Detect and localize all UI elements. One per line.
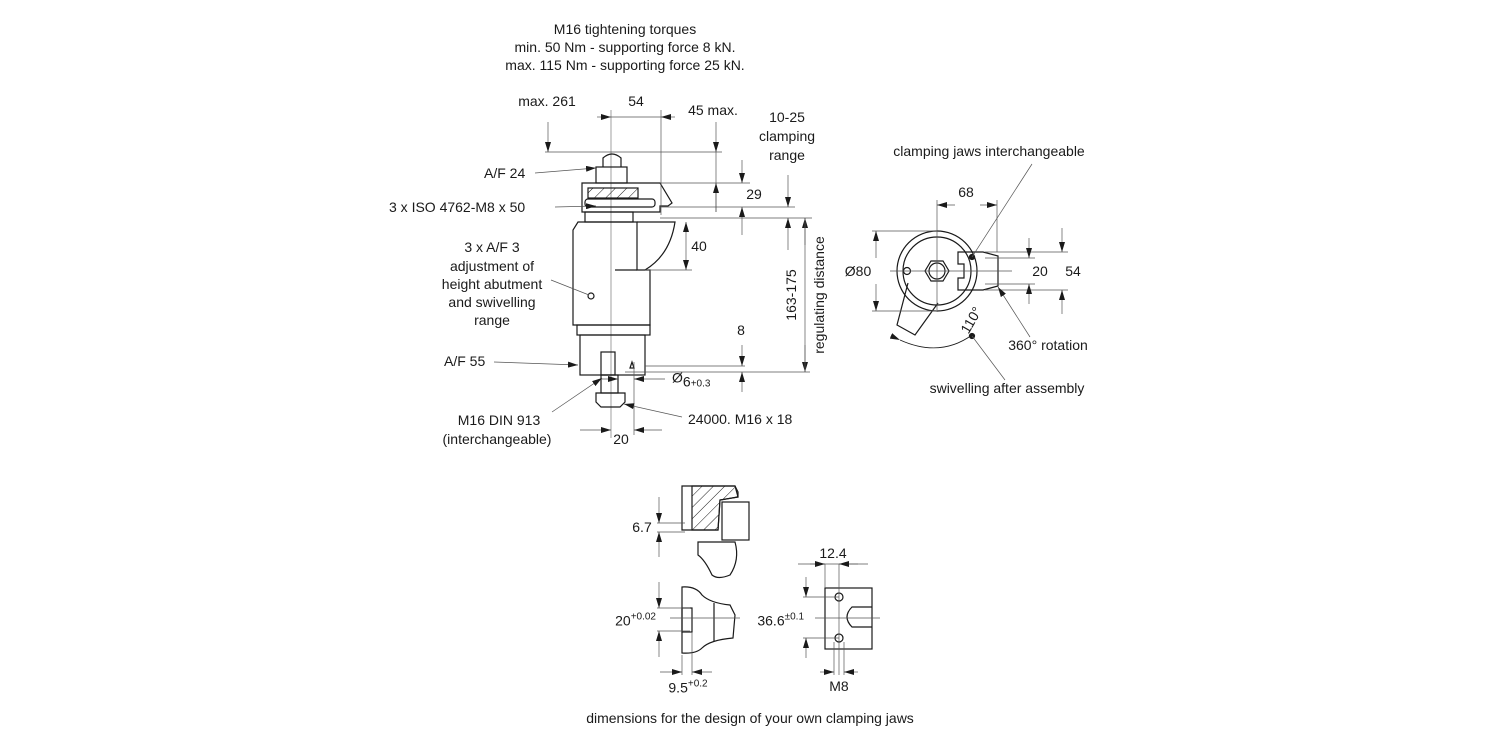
label-af55: A/F 55 bbox=[444, 353, 486, 369]
dim-9-5-tol: +0.2 bbox=[687, 678, 708, 690]
rotation-360-label: 360° rotation bbox=[1008, 337, 1088, 353]
torque-max: max. 115 Nm - supporting force 25 kN. bbox=[505, 57, 745, 73]
dim-54: 54 bbox=[628, 93, 644, 109]
dim-36-6-value: 36.6 bbox=[757, 612, 785, 629]
label-interchangeable: (interchangeable) bbox=[442, 431, 552, 447]
dim-6-7: 6.7 bbox=[632, 519, 652, 535]
dim-36-6-tolerance: 36.6±0.1 bbox=[757, 610, 804, 629]
dim-29: 29 bbox=[746, 186, 762, 202]
torque-min: min. 50 Nm - supporting force 8 kN. bbox=[514, 39, 736, 55]
adjustment-line-5: range bbox=[474, 312, 510, 328]
clamping-range-label: clamping bbox=[758, 128, 816, 144]
dim-dia-80: Ø80 bbox=[844, 263, 872, 279]
dim-9-5-value: 9.5 bbox=[668, 679, 688, 696]
dim-20-jaw: 20 bbox=[1032, 263, 1048, 279]
dim-54-jaw: 54 bbox=[1065, 263, 1081, 279]
dim-9-5-tolerance: 9.5+0.2 bbox=[668, 677, 707, 696]
dim-45-max: 45 max. bbox=[688, 102, 738, 118]
swivelling-label: swivelling after assembly bbox=[929, 380, 1085, 396]
dim-m8: M8 bbox=[829, 678, 849, 694]
dim-40: 40 bbox=[691, 238, 707, 254]
regulating-distance-label: regulating distance bbox=[811, 236, 827, 354]
dim-12-4: 12.4 bbox=[819, 545, 847, 561]
diameter-symbol: Ø bbox=[672, 369, 683, 386]
dim-20-tol: +0.02 bbox=[630, 611, 656, 623]
jaw-details bbox=[681, 485, 873, 654]
dim-163-175: 163-175 bbox=[783, 269, 799, 321]
dim-20-bottom: 20 bbox=[613, 431, 629, 447]
jaw-detail-dimensions bbox=[656, 497, 880, 675]
top-view bbox=[889, 230, 999, 349]
dim-36-6-tol: ±0.1 bbox=[784, 611, 804, 623]
pin-diameter-tolerance: +0.3 bbox=[690, 378, 711, 390]
label-iso-screws: 3 x ISO 4762-M8 x 50 bbox=[389, 199, 526, 215]
clamping-range-value: 10-25 bbox=[769, 109, 805, 125]
side-view-body bbox=[572, 110, 676, 438]
side-view-dimensions bbox=[493, 110, 812, 435]
dim-max-261: max. 261 bbox=[518, 93, 576, 109]
jaws-interchangeable-note: clamping jaws interchangeable bbox=[893, 143, 1085, 159]
adjustment-line-4: and swivelling bbox=[448, 294, 536, 310]
jaw-design-caption: dimensions for the design of your own cl… bbox=[586, 710, 914, 726]
dim-20-value: 20 bbox=[615, 612, 631, 629]
torque-title: M16 tightening torques bbox=[553, 21, 697, 37]
dim-68: 68 bbox=[958, 184, 974, 200]
label-af24: A/F 24 bbox=[484, 165, 526, 181]
adjustment-line-1: 3 x A/F 3 bbox=[464, 239, 520, 255]
top-view-dimensions bbox=[872, 163, 1068, 381]
adjustment-line-2: adjustment of bbox=[449, 258, 535, 274]
clamping-range-label-2: range bbox=[769, 147, 805, 163]
dim-20-tolerance: 20+0.02 bbox=[615, 610, 656, 629]
pin-diameter: Ø6+0.3 bbox=[672, 370, 710, 393]
dim-8: 8 bbox=[737, 322, 745, 338]
pin-diameter-value: 6 bbox=[682, 373, 691, 390]
label-m16-din: M16 DIN 913 bbox=[457, 412, 541, 428]
label-part-24000: 24000. M16 x 18 bbox=[688, 411, 793, 427]
adjustment-line-3: height abutment bbox=[441, 276, 543, 292]
